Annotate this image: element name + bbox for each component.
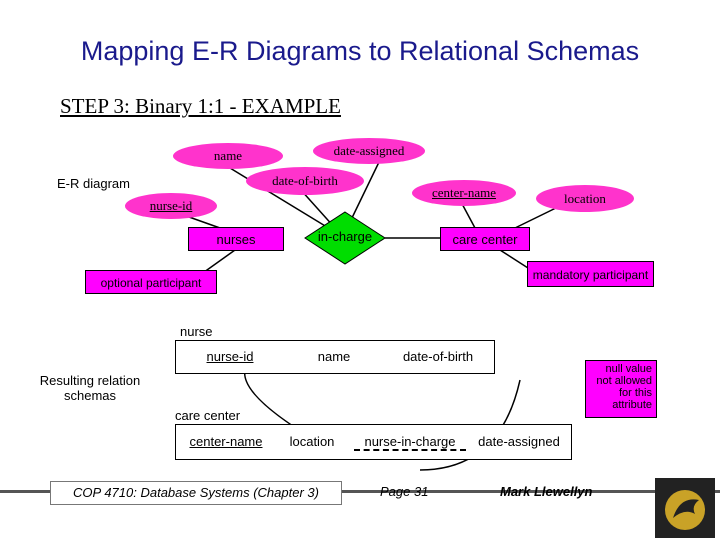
mandatory-participant-box: mandatory participant	[527, 261, 654, 287]
footer-course: COP 4710: Database Systems (Chapter 3)	[50, 481, 342, 505]
step-heading: STEP 3: Binary 1:1 - EXAMPLE	[60, 94, 341, 118]
attribute-name-label: name	[213, 148, 243, 163]
attribute-name-oval: name	[173, 143, 283, 169]
mandatory-participant-label: mandatory participant	[532, 268, 649, 282]
entity-care-center-label: care center	[452, 232, 518, 247]
relation-schemas-label: Resulting relation schemas	[39, 373, 141, 403]
attribute-date-of-birth-oval: date-of-birth	[246, 167, 364, 195]
null-not-allowed-note: null value not allowed for this attribut…	[585, 360, 657, 418]
entity-care-center: care center	[440, 227, 530, 251]
nurse-relation-name: nurse	[180, 324, 213, 339]
attribute-location-label: location	[564, 191, 606, 206]
page-title: Mapping E-R Diagrams to Relational Schem…	[80, 36, 640, 66]
attribute-location-oval: location	[536, 185, 634, 212]
university-logo	[655, 478, 715, 538]
entity-nurses: nurses	[188, 227, 284, 251]
nurse-column-date-of-birth: date-of-birth	[402, 349, 474, 364]
optional-participant-box: optional participant	[85, 270, 217, 294]
attribute-date-assigned-oval: date-assigned	[313, 138, 425, 164]
pegasus-logo-icon	[665, 490, 705, 530]
attribute-center-name-label: center-name	[432, 185, 496, 200]
nurse-column-name: name	[317, 349, 351, 364]
optional-participant-label: optional participant	[100, 276, 202, 290]
care-center-relation-table: center-name location nurse-in-charge dat…	[175, 424, 572, 460]
attribute-nurse-id-label: nurse-id	[149, 198, 193, 213]
attribute-date-of-birth-label: date-of-birth	[272, 173, 338, 188]
care-center-column-date-assigned: date-assigned	[478, 434, 560, 449]
attribute-date-assigned-label: date-assigned	[333, 143, 405, 158]
relationship-in-charge-diamond	[304, 211, 386, 265]
care-center-column-location: location	[289, 434, 335, 449]
attribute-nurse-id-oval: nurse-id	[125, 193, 217, 219]
attribute-center-name-oval: center-name	[412, 180, 516, 206]
care-center-column-center-name: center-name	[189, 434, 263, 449]
entity-nurses-label: nurses	[216, 232, 256, 247]
relationship-in-charge-label: in-charge	[317, 229, 373, 244]
nurse-relation-table: nurse-id name date-of-birth	[175, 340, 495, 374]
care-center-column-nurse-in-charge: nurse-in-charge	[354, 434, 466, 451]
er-diagram-label: E-R diagram	[57, 176, 130, 191]
footer-page: Page 31	[380, 484, 429, 499]
nurse-column-nurse-id: nurse-id	[206, 349, 254, 364]
footer-author: Mark Llewellyn	[500, 484, 593, 499]
care-center-relation-name: care center	[175, 408, 241, 423]
